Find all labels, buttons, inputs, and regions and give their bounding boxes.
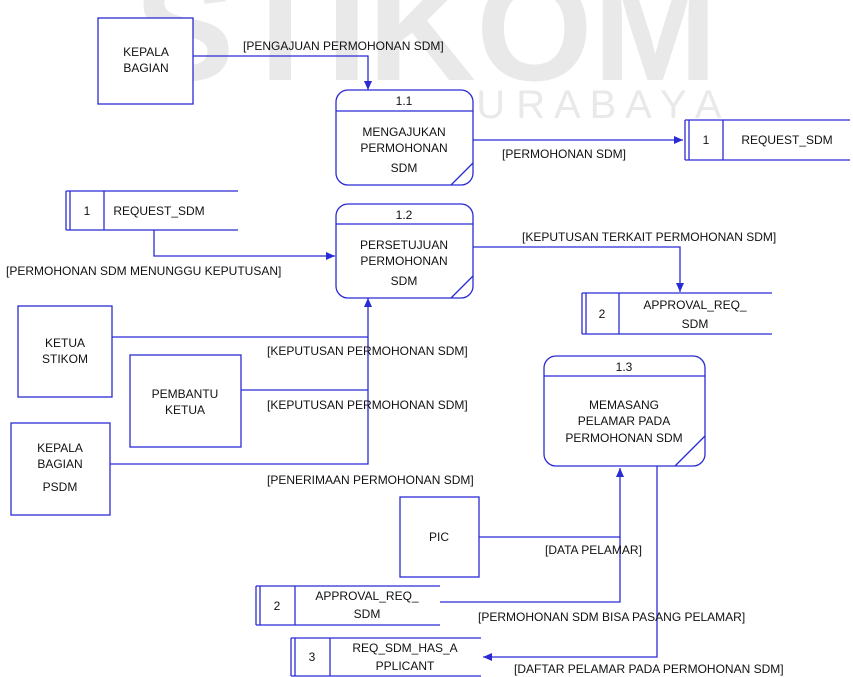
entity-kepala-bagian[interactable]: KEPALA BAGIAN	[97, 17, 194, 105]
process-1-1-name-3: SDM	[391, 161, 418, 175]
flow-data-pelamar-line	[479, 468, 624, 538]
store-approval-req-sdm-right[interactable]: 2 APPROVAL_REQ_ SDM	[581, 292, 772, 335]
store-req-has-applicant-name-1: REQ_SDM_HAS_A	[352, 641, 457, 655]
watermark-sub: S U R A B A Y A	[438, 83, 721, 127]
store-approval-right-num: 2	[599, 307, 606, 321]
entity-pic[interactable]: PIC	[399, 496, 480, 578]
store-request-sdm-top[interactable]: 1 REQUEST_SDM	[684, 119, 850, 161]
store-req-has-applicant-num: 3	[309, 650, 316, 664]
process-1-2-id: 1.2	[396, 208, 413, 222]
flow-daftar-pelamar-line	[483, 466, 658, 661]
process-1-1-id: 1.1	[396, 94, 413, 108]
flow-label-menunggu: [PERMOHONAN SDM MENUNGGU KEPUTUSAN]	[6, 264, 281, 278]
entity-kepala-bagian-psdm-label-2: BAGIAN	[37, 457, 82, 471]
process-1-2-name-2: PERMOHONAN	[360, 254, 447, 268]
store-request-sdm-top-num: 1	[703, 133, 710, 147]
flow-label-pengajuan: [PENGAJUAN PERMOHONAN SDM]	[243, 39, 444, 53]
flow-bisa-pasang-line	[440, 537, 621, 603]
store-request-sdm-left-num: 1	[84, 204, 91, 218]
flow-label-data-pelamar: [DATA PELAMAR]	[545, 543, 642, 557]
process-1-2[interactable]: 1.2 PERSETUJUAN PERMOHONAN SDM	[335, 203, 474, 299]
process-1-2-name-3: SDM	[391, 274, 418, 288]
store-approval-bottom-name-1: APPROVAL_REQ_	[315, 589, 418, 603]
flow-label-keputusan-terkait: [KEPUTUSAN TERKAIT PERMOHONAN SDM]	[522, 230, 776, 244]
store-approval-bottom-num: 2	[274, 599, 281, 613]
flow-penerimaan-line	[110, 337, 369, 465]
entity-pic-label: PIC	[429, 530, 449, 544]
store-req-has-applicant-name-2: PPLICANT	[376, 659, 435, 673]
process-1-2-name-1: PERSETUJUAN	[360, 238, 448, 252]
flow-pengajuan-line	[193, 55, 372, 90]
process-1-3-id: 1.3	[616, 360, 633, 374]
entity-pembantu-ketua-label-1: PEMBANTU	[152, 387, 219, 401]
entity-kepala-bagian-psdm-label-3: PSDM	[43, 480, 78, 494]
entity-kepala-bagian-label-1: KEPALA	[123, 45, 169, 59]
entity-pembantu-ketua[interactable]: PEMBANTU KETUA	[129, 354, 242, 448]
process-1-3-name-2: PELAMAR PADA	[578, 414, 670, 428]
entity-kepala-bagian-psdm-label-1: KEPALA	[37, 441, 83, 455]
store-approval-bottom-name-2: SDM	[354, 607, 381, 621]
process-1-3[interactable]: 1.3 MEMASANG PELAMAR PADA PERMOHONAN SDM	[543, 355, 706, 467]
store-approval-right-name-2: SDM	[682, 317, 709, 331]
entity-kepala-bagian-label-2: BAGIAN	[123, 61, 168, 75]
flow-keputusan-ketua-line	[112, 298, 372, 338]
flow-label-daftar-pelamar: [DAFTAR PELAMAR PADA PERMOHONAN SDM]	[514, 662, 784, 676]
store-request-sdm-left[interactable]: 1 REQUEST_SDM	[65, 190, 238, 231]
process-1-1[interactable]: 1.1 MENGAJUKAN PERMOHONAN SDM	[335, 89, 474, 186]
process-1-3-name-1: MEMASANG	[589, 398, 659, 412]
flow-label-penerimaan: [PENERIMAAN PERMOHONAN SDM]	[267, 473, 474, 487]
entity-pembantu-ketua-label-2: KETUA	[165, 403, 205, 417]
store-request-sdm-top-name: REQUEST_SDM	[741, 133, 832, 147]
process-1-1-name-2: PERMOHONAN	[360, 141, 447, 155]
flow-label-bisa-pasang: [PERMOHONAN SDM BISA PASANG PELAMAR]	[478, 610, 745, 624]
flow-label-keputusan-ketua: [KEPUTUSAN PERMOHONAN SDM]	[267, 344, 468, 358]
store-approval-req-sdm-bottom[interactable]: 2 APPROVAL_REQ_ SDM	[255, 585, 440, 626]
entity-ketua-stikom-label-2: STIKOM	[42, 352, 88, 366]
flow-menunggu-line	[153, 230, 335, 260]
entity-kepala-bagian-psdm[interactable]: KEPALA BAGIAN PSDM	[10, 422, 111, 516]
flow-label-keputusan-pembantu: [KEPUTUSAN PERMOHONAN SDM]	[267, 398, 468, 412]
entity-ketua-stikom[interactable]: KETUA STIKOM	[17, 305, 113, 398]
store-req-sdm-has-applicant[interactable]: 3 REQ_SDM_HAS_A PPLICANT	[290, 637, 481, 677]
process-1-1-name-1: MENGAJUKAN	[362, 125, 445, 139]
store-request-sdm-left-name: REQUEST_SDM	[113, 204, 204, 218]
flow-label-permohonan: [PERMOHONAN SDM]	[502, 147, 626, 161]
store-approval-right-name-1: APPROVAL_REQ_	[643, 298, 746, 312]
flow-keputusan-terkait-line	[473, 246, 684, 292]
process-1-3-name-3: PERMOHONAN SDM	[565, 431, 682, 445]
entity-ketua-stikom-label-1: KETUA	[45, 336, 85, 350]
